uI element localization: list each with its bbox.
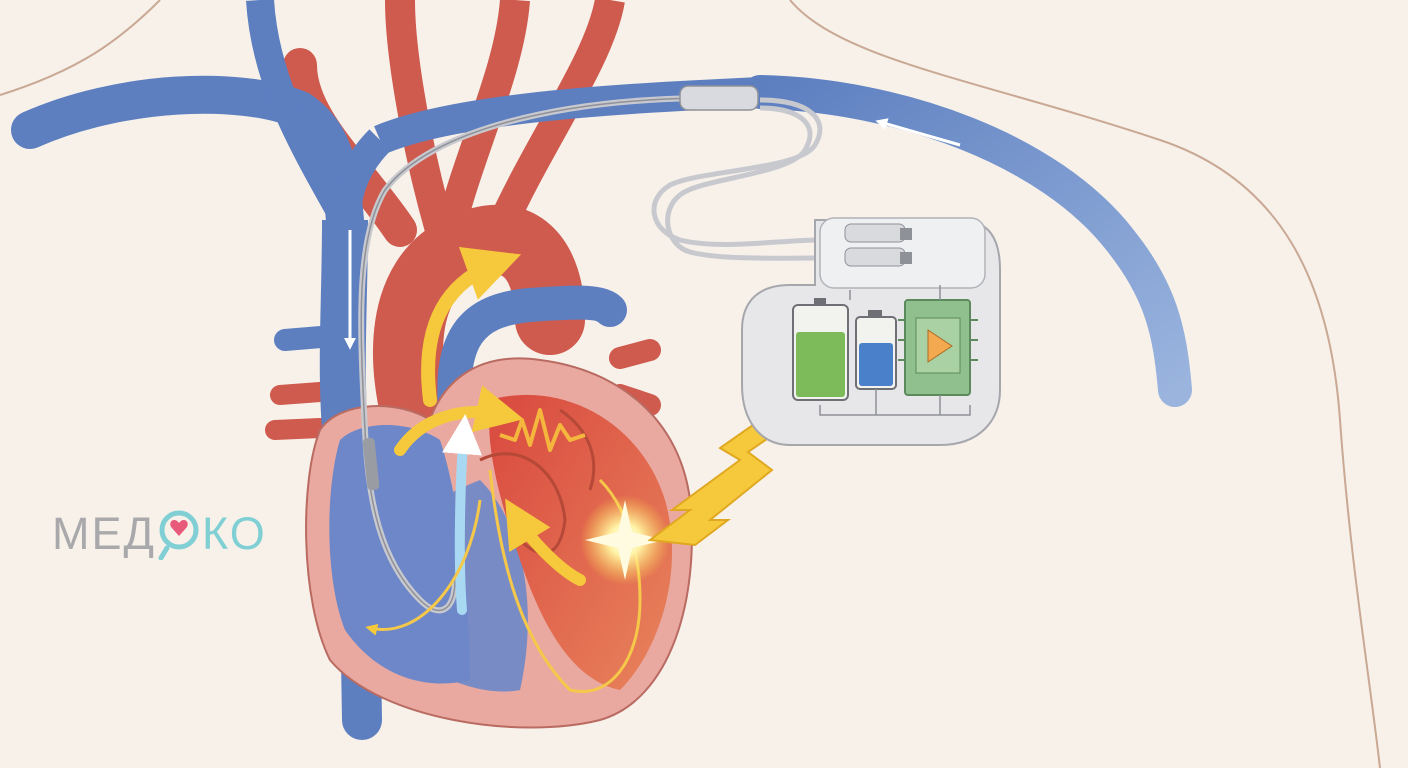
pacemaker-device	[741, 217, 1001, 446]
capacitor-icon	[855, 310, 897, 390]
flow-arrow-vein-right	[875, 118, 961, 147]
battery-icon	[792, 298, 849, 401]
lightning-bolt-icon	[647, 418, 782, 547]
stimulation-spark	[580, 495, 670, 585]
flow-arrows	[344, 230, 586, 615]
pacing-leads	[358, 85, 823, 614]
logo-text-right: КО	[201, 508, 267, 559]
logo-text-left: МЕД	[52, 508, 156, 559]
subclavian-vein-right	[743, 75, 1192, 407]
medoko-logo: МЕД КО	[52, 508, 267, 560]
eye-pin-icon	[158, 510, 199, 560]
circuit-chip-icon	[898, 299, 978, 396]
